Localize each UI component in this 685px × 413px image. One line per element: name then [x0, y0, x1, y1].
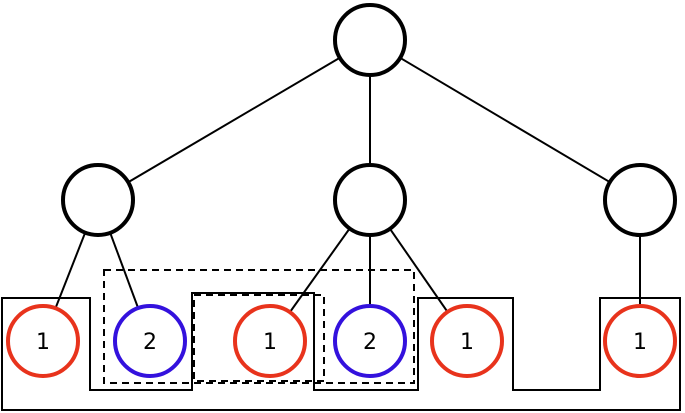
root-node	[333, 3, 407, 77]
dashed-group-box-large	[103, 269, 415, 384]
leaf-node-2: 2	[113, 304, 187, 378]
leaf-node-1: 1	[6, 304, 80, 378]
internal-node-middle	[333, 163, 407, 237]
leaf-node-3: 1	[233, 304, 307, 378]
leaf-node-6: 1	[603, 304, 677, 378]
leaf-label-2: 2	[143, 330, 157, 355]
leaf-label-3: 1	[263, 330, 277, 355]
edge-root-left	[97, 39, 371, 201]
leaf-label-1: 1	[36, 330, 50, 355]
leaf-node-4: 2	[333, 304, 407, 378]
leaf-label-5: 1	[460, 330, 474, 355]
leaf-label-6: 1	[633, 330, 647, 355]
dashed-group-box-small	[193, 294, 325, 382]
leaf-node-5: 1	[430, 304, 504, 378]
edge-root-right	[369, 39, 641, 201]
internal-node-left	[61, 163, 135, 237]
internal-node-right	[603, 163, 677, 237]
leaf-label-4: 2	[363, 330, 377, 355]
leaf-region-outline	[1, 292, 681, 411]
